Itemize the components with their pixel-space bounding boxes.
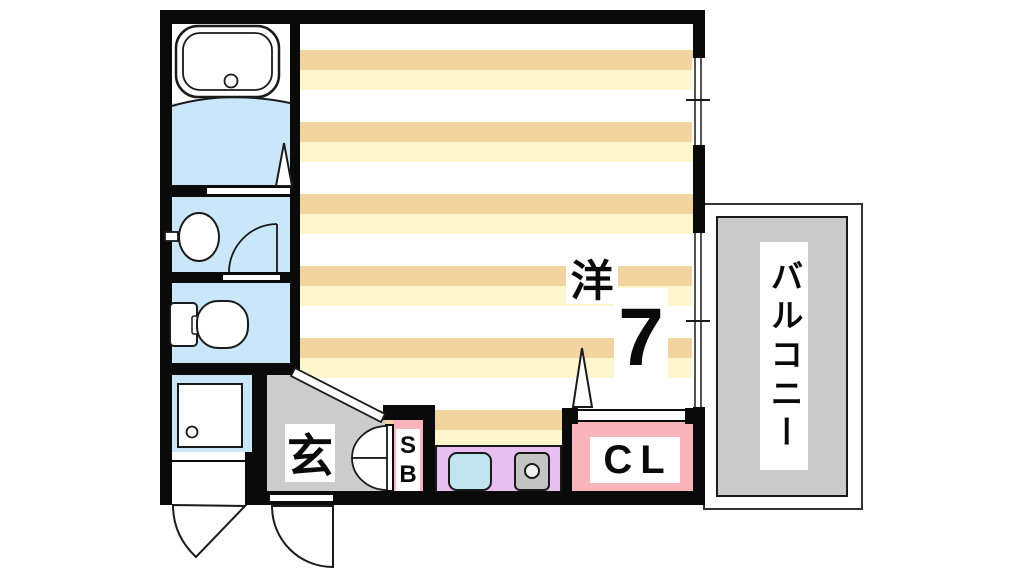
entrance-door-opening [270,493,333,503]
exterior-recess [172,460,245,505]
wall-recess-side [245,452,253,505]
stove-burner-icon [524,463,540,479]
bathroom-door-indicator [274,142,294,187]
shoe-box-label-line1: S [399,432,416,459]
entrance-door-arc [270,505,334,569]
balcony-window [686,233,710,407]
wall-shoebox-top [383,405,435,420]
living-room-label: 洋 [566,252,618,306]
wall-closet-post-left [562,408,578,424]
window-upper [686,58,710,145]
entrance-diagonal-opening [289,366,387,424]
wall-left [160,10,172,505]
laundry-pan-icon [177,383,243,448]
washroom-door-arc [228,223,278,273]
bathtub-icon [174,24,281,99]
wall-left-column [290,10,300,373]
bathroom-door-opening [207,186,290,196]
closet-sliding-door [578,409,685,422]
shoe-box-door-arcs [351,425,388,491]
wall-laundry-entrance [252,367,267,505]
closet-door-indicator [571,347,594,408]
wall-kitchen-right [562,408,572,505]
balcony-label: バルコニー [760,242,808,470]
shoe-box-label-line2: B [399,461,417,488]
entrance-label: 玄 [285,424,335,482]
toilet-icon [169,300,249,349]
wall-closet-post-right [685,408,705,424]
exterior-door-left-arc [171,503,248,559]
living-room-size-label: 7 [614,288,668,388]
shoe-box-label: S B [396,429,420,491]
bathroom-wet-floor-curve [172,97,290,185]
wash-basin-icon [164,212,220,262]
kitchen-sink [448,452,492,491]
wall-kitchen-left [423,408,435,505]
closet-label: CL [590,437,680,483]
toilet-door-opening [223,273,280,282]
